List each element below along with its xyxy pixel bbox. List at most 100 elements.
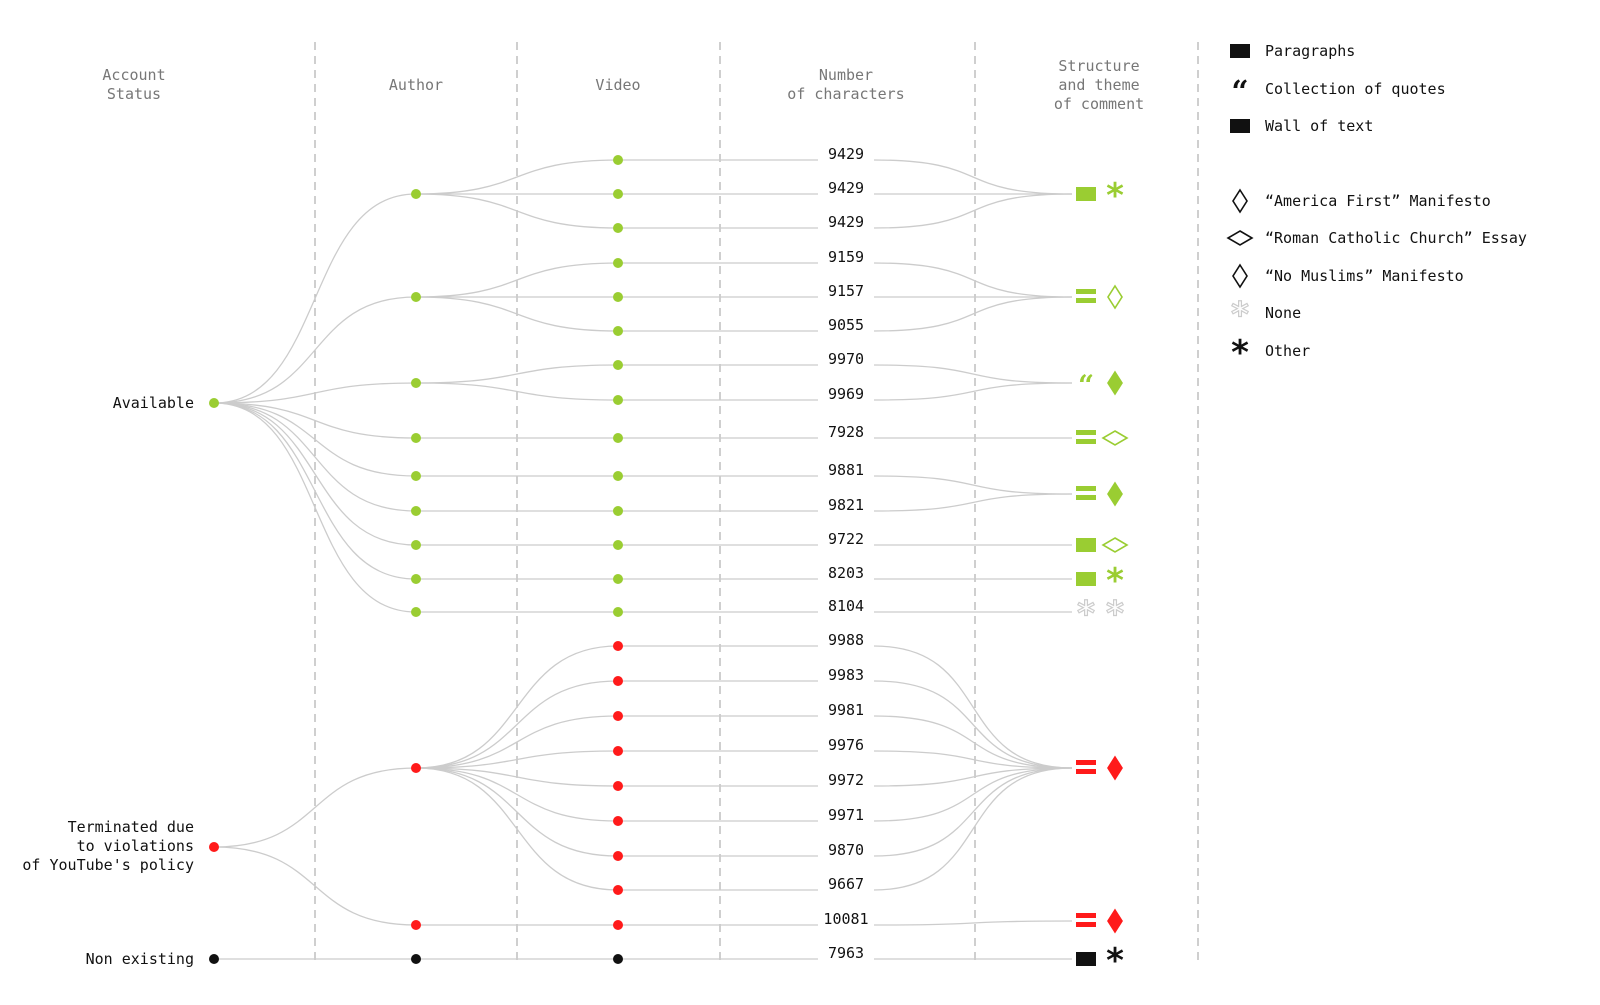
status-label-non-existing-line-1: Non existing xyxy=(86,950,194,968)
author-node xyxy=(411,378,421,388)
video-node xyxy=(613,851,623,861)
video-node xyxy=(613,781,623,791)
svg-text:*: * xyxy=(1106,594,1124,634)
video-node xyxy=(613,155,623,165)
link-count-structure xyxy=(873,750,1073,769)
link-author-video xyxy=(415,364,619,384)
video-node xyxy=(613,189,623,199)
paragraphs-icon xyxy=(1076,952,1096,966)
quotes-icon: “ xyxy=(1231,75,1248,110)
header-structure-line-1: Structure xyxy=(1058,57,1139,75)
character-count-label: 9972 xyxy=(828,771,864,789)
link-count-structure xyxy=(873,767,1073,891)
author-node xyxy=(411,920,421,930)
link-author-video xyxy=(415,715,619,769)
link-status-author xyxy=(213,402,417,613)
header-author-line-1: Author xyxy=(389,76,443,94)
column-dividers xyxy=(314,42,1199,965)
status-label-terminated-line-2: to violations xyxy=(77,837,194,855)
character-count-label: 9983 xyxy=(828,666,864,684)
video-node xyxy=(613,540,623,550)
link-count-structure xyxy=(873,920,1073,926)
video-node xyxy=(613,292,623,302)
character-count-label: 9667 xyxy=(828,875,864,893)
link-status-author xyxy=(213,402,417,580)
link-count-structure xyxy=(873,767,1073,822)
legend-item: “ Collection of quotes xyxy=(1231,75,1445,110)
asterisk-outline-icon: * xyxy=(1106,593,1125,634)
video-node xyxy=(613,641,623,651)
character-count-label: 9971 xyxy=(828,806,864,824)
video-node xyxy=(613,746,623,756)
character-count-label: 9429 xyxy=(828,145,864,163)
video-node xyxy=(613,574,623,584)
link-count-structure xyxy=(873,715,1073,769)
asterisk-outline-icon: * xyxy=(1231,294,1250,335)
link-status-author xyxy=(213,767,417,848)
video-node xyxy=(613,326,623,336)
header-characters-line-2: of characters xyxy=(787,85,904,103)
header-video-line-1: Video xyxy=(595,76,640,94)
header-account_status-line-1: Account xyxy=(102,66,165,84)
video-node xyxy=(613,920,623,930)
link-author-video xyxy=(415,296,619,332)
svg-text:*: * xyxy=(1231,295,1249,335)
link-author-video xyxy=(415,262,619,298)
author-node xyxy=(411,189,421,199)
wall-of-text-icon xyxy=(1076,430,1096,444)
video-node xyxy=(613,506,623,516)
character-count-label: 10081 xyxy=(823,910,868,928)
paragraphs-icon xyxy=(1076,572,1096,586)
status-node-terminated xyxy=(209,842,219,852)
legend-item: “Roman Catholic Church” Essay xyxy=(1226,229,1527,247)
wall-of-text-icon xyxy=(1076,760,1096,774)
quotes-icon: “ xyxy=(1078,369,1094,402)
character-count-label: 9157 xyxy=(828,282,864,300)
asterisk-outline-icon: * xyxy=(1077,593,1096,634)
legend-label: Wall of text xyxy=(1265,117,1373,135)
video-node xyxy=(613,607,623,617)
character-count-label: 9881 xyxy=(828,461,864,479)
link-status-author xyxy=(213,296,417,404)
link-status-author xyxy=(213,382,417,404)
svg-text:*: * xyxy=(1106,176,1124,216)
status-label-available-line-1: Available xyxy=(113,394,194,412)
diamond-filled-icon xyxy=(1107,481,1123,507)
diamond-wide-outline-icon xyxy=(1101,430,1129,446)
link-count-structure xyxy=(873,767,1073,787)
svg-text:*: * xyxy=(1106,561,1124,601)
legend-item: Paragraphs xyxy=(1230,42,1355,60)
flow-nodes xyxy=(209,155,623,964)
author-node xyxy=(411,540,421,550)
author-node xyxy=(411,574,421,584)
legend-label: Collection of quotes xyxy=(1265,80,1446,98)
link-author-video xyxy=(415,680,619,769)
svg-text:*: * xyxy=(1231,333,1249,373)
character-count-label: 8104 xyxy=(828,597,864,615)
character-count-label: 7928 xyxy=(828,423,864,441)
author-node xyxy=(411,292,421,302)
legend-item: * Other xyxy=(1231,333,1310,373)
link-status-author xyxy=(213,193,417,404)
link-count-structure xyxy=(873,680,1073,769)
legend-label: Paragraphs xyxy=(1265,42,1355,60)
author-node xyxy=(411,607,421,617)
author-node xyxy=(411,506,421,516)
character-count-label: 9722 xyxy=(828,530,864,548)
legend-label: Other xyxy=(1265,342,1310,360)
character-count-label: 9976 xyxy=(828,736,864,754)
link-author-video xyxy=(415,645,619,769)
diamond-filled-icon xyxy=(1107,370,1123,396)
legend-label: None xyxy=(1265,304,1301,322)
video-node xyxy=(613,395,623,405)
character-count-label: 9821 xyxy=(828,496,864,514)
character-count-label: 9981 xyxy=(828,701,864,719)
legend-item: “America First” Manifesto xyxy=(1232,188,1491,214)
video-node xyxy=(613,676,623,686)
link-status-author xyxy=(213,402,417,512)
video-node xyxy=(613,711,623,721)
